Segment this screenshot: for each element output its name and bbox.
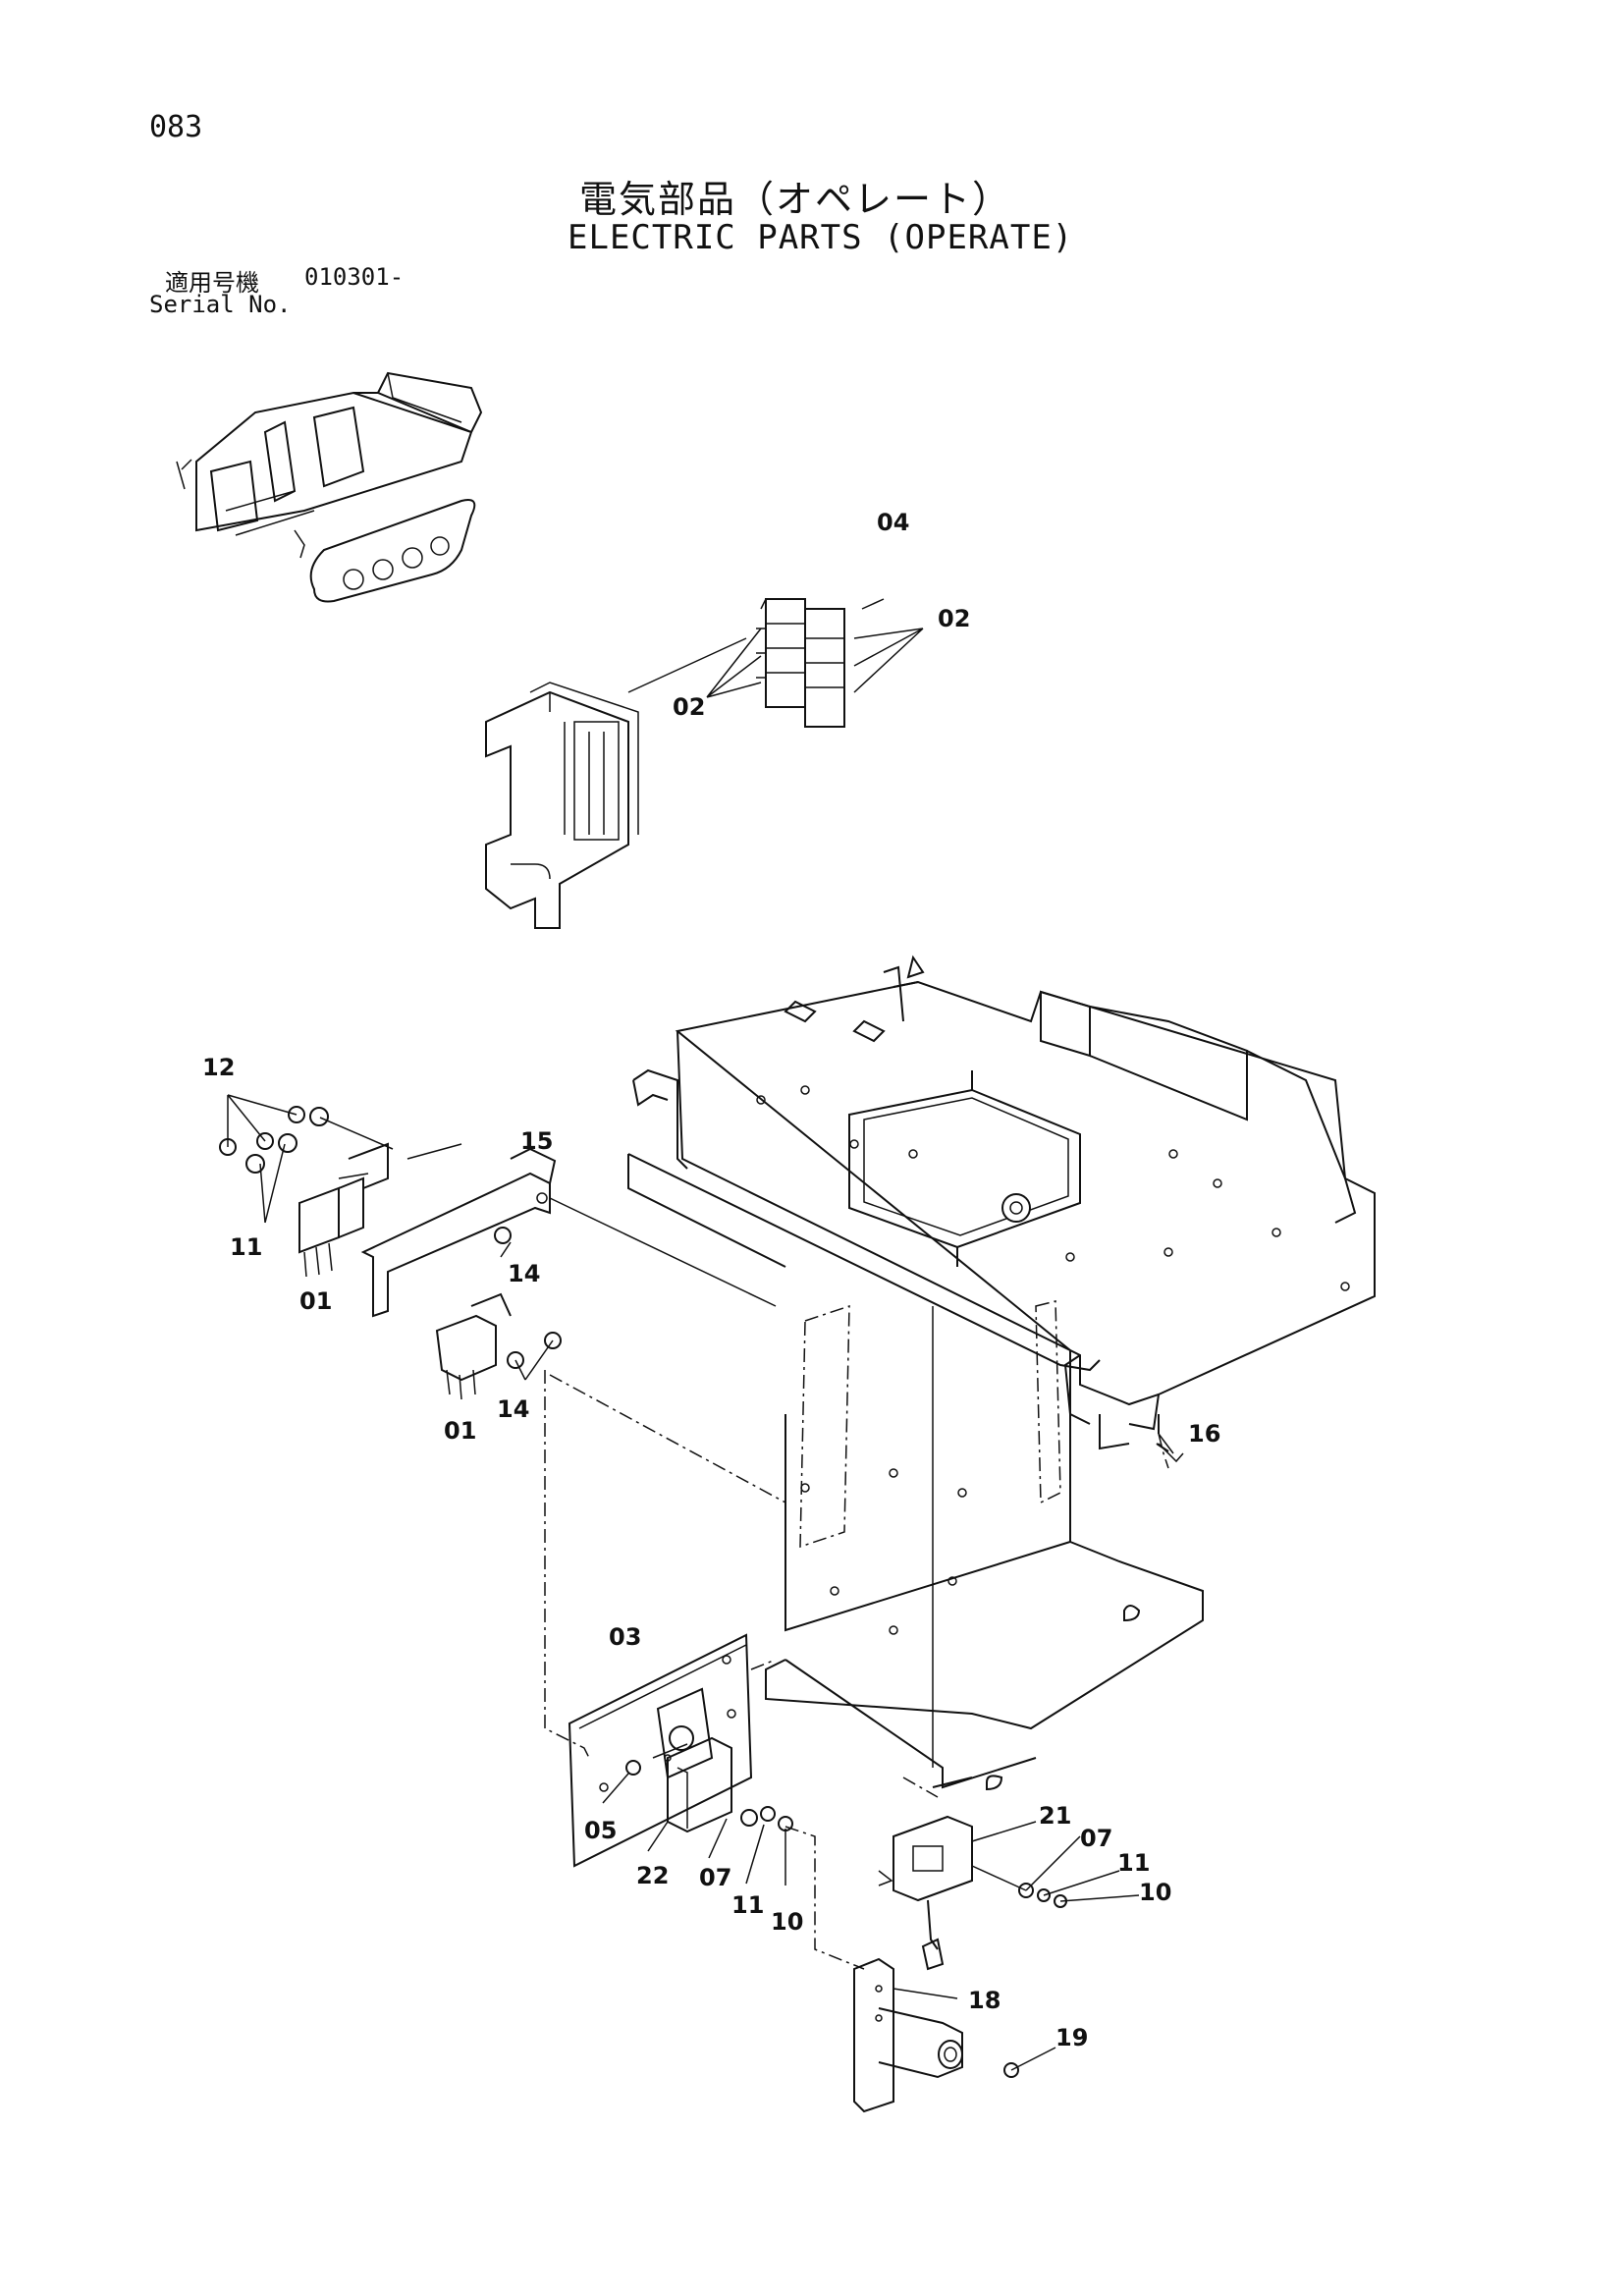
callout-22: 22 bbox=[636, 1862, 669, 1889]
callout-12: 12 bbox=[202, 1054, 235, 1081]
callout-02-right: 02 bbox=[938, 605, 970, 632]
callout-16: 16 bbox=[1188, 1420, 1220, 1448]
callout-14-top: 14 bbox=[508, 1260, 540, 1287]
callout-07-bottom: 07 bbox=[699, 1864, 731, 1891]
mounting-plate-assembly bbox=[568, 1633, 793, 1868]
callout-10-right: 10 bbox=[1139, 1879, 1171, 1906]
callout-18: 18 bbox=[968, 1987, 1001, 2014]
callout-15: 15 bbox=[520, 1127, 553, 1155]
machine-thumbnail bbox=[176, 371, 483, 603]
relay-box-assembly bbox=[485, 598, 845, 929]
callout-01-top: 01 bbox=[299, 1287, 332, 1315]
callout-11-left: 11 bbox=[230, 1233, 262, 1261]
serial-label-japanese: 適用号機 bbox=[165, 269, 259, 297]
callout-14-bottom: 14 bbox=[497, 1395, 529, 1423]
page-number: 083 bbox=[149, 110, 203, 144]
callout-10-bottom: 10 bbox=[771, 1908, 803, 1936]
callout-21: 21 bbox=[1039, 1802, 1071, 1830]
serial-value: 010301- bbox=[304, 263, 405, 291]
title-english: ELECTRIC PARTS (OPERATE) bbox=[568, 218, 1074, 257]
callout-07-right: 07 bbox=[1080, 1825, 1112, 1852]
title-japanese: 電気部品（オペレート） bbox=[579, 178, 1012, 221]
callout-03: 03 bbox=[609, 1623, 641, 1651]
callout-11-right: 11 bbox=[1117, 1849, 1150, 1877]
callout-19: 19 bbox=[1055, 2024, 1088, 2051]
operator-console-frame bbox=[627, 955, 1376, 1791]
callout-11-bottom: 11 bbox=[731, 1891, 764, 1919]
relay-bracket-cluster bbox=[219, 1106, 562, 1400]
bracket-18 bbox=[853, 1957, 1019, 2113]
callout-02-left: 02 bbox=[673, 693, 705, 721]
callout-05: 05 bbox=[584, 1817, 617, 1844]
callout-01-bottom: 01 bbox=[444, 1417, 476, 1445]
serial-label-english: Serial No. bbox=[149, 291, 292, 318]
unit-21 bbox=[878, 1815, 1067, 1971]
callout-04: 04 bbox=[877, 509, 909, 536]
